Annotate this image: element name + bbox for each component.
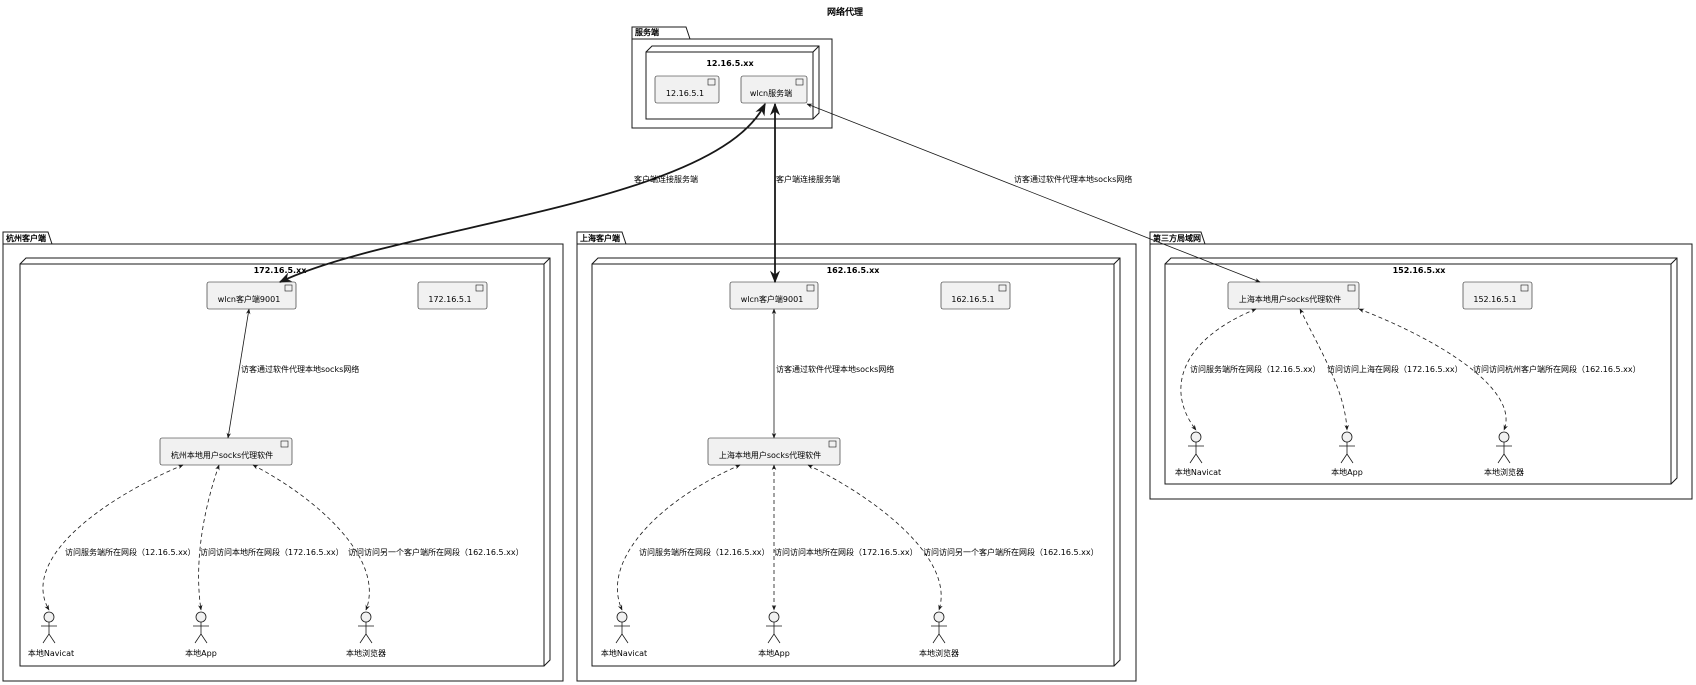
component-hz-ip-label: 172.16.5.1 — [428, 295, 471, 304]
edge-server-third — [806, 103, 1261, 283]
component-server-ip: 12.16.5.1 — [654, 75, 720, 104]
diagram-title: 网络代理 — [827, 6, 863, 18]
component-hz-client: wlcn客户端9001 — [206, 281, 297, 310]
component-third-proxy: 上海本地用户socks代理软件 — [1227, 281, 1360, 310]
component-sh-client-label: wlcn客户端9001 — [741, 294, 804, 304]
actor-hz-app-label: 本地App — [185, 648, 217, 658]
edge-sh-navicat-label: 访问服务端所在网段（12.16.5.xx） — [639, 547, 770, 557]
edge-third-browser — [1358, 308, 1508, 431]
actor-sh-browser-label: 本地浏览器 — [919, 648, 959, 658]
component-hz-ip: 172.16.5.1 — [417, 281, 488, 310]
component-sh-proxy-label: 上海本地用户socks代理软件 — [719, 450, 821, 460]
component-sh-client: wlcn客户端9001 — [729, 281, 819, 310]
package-shanghai-label: 上海客户端 — [580, 233, 620, 243]
edge-hz-navicat — [42, 464, 184, 611]
actor-third-browser: 本地浏览器 — [1484, 431, 1524, 477]
component-third-ip-label: 152.16.5.1 — [1473, 295, 1516, 304]
actor-third-navicat-label: 本地Navicat — [1175, 467, 1221, 477]
node-third-label: 152.16.5.xx — [1393, 266, 1447, 275]
edge-hz-client-proxy — [226, 308, 251, 439]
edge-sh-client-proxy-label: 访客通过软件代理本地socks网络 — [776, 364, 894, 374]
actor-third-app-label: 本地App — [1331, 467, 1363, 477]
edge-sh-browser-label: 访问访问另一个客户端所在网段（162.16.5.xx） — [923, 547, 1099, 557]
edge-hz-browser-label: 访问访问另一个客户端所在网段（162.16.5.xx） — [348, 547, 524, 557]
component-wlcn-server-label: wlcn服务端 — [750, 88, 792, 98]
component-third-ip: 152.16.5.1 — [1462, 281, 1533, 310]
actor-hz-browser-label: 本地浏览器 — [346, 648, 386, 658]
edge-third-navicat — [1180, 308, 1257, 431]
edge-hz-browser — [252, 464, 370, 611]
edge-sh-app-label: 访问访问本地所在网段（172.16.5.xx） — [774, 547, 918, 557]
actor-sh-app: 本地App — [758, 611, 790, 658]
actor-sh-app-label: 本地App — [758, 648, 790, 658]
actor-third-app: 本地App — [1331, 431, 1363, 477]
edge-hz-app — [198, 464, 220, 611]
package-server-label: 服务端 — [635, 27, 659, 37]
component-sh-proxy: 上海本地用户socks代理软件 — [707, 437, 841, 466]
actor-hz-app: 本地App — [185, 611, 217, 658]
edge-hz-navicat-label: 访问服务端所在网段（12.16.5.xx） — [65, 547, 196, 557]
component-sh-ip: 162.16.5.1 — [940, 281, 1011, 310]
component-server-ip-label: 12.16.5.1 — [666, 89, 704, 98]
component-hz-proxy-label: 杭州本地用户socks代理软件 — [171, 450, 273, 460]
edge-third-navicat-label: 访问服务端所在网段（12.16.5.xx） — [1190, 364, 1321, 374]
node-shanghai: 162.16.5.xx — [591, 257, 1121, 667]
edge-server-hz-label: 客户端连接服务端 — [634, 174, 698, 184]
actor-hz-navicat: 本地Navicat — [28, 611, 74, 658]
node-server-label: 12.16.5.xx — [706, 59, 754, 68]
edge-third-app-label: 访问访问上海在网段（172.16.5.xx） — [1327, 364, 1463, 374]
component-third-proxy-label: 上海本地用户socks代理软件 — [1239, 294, 1341, 304]
actor-third-navicat: 本地Navicat — [1175, 431, 1221, 477]
edge-server-sh-label: 客户端连接服务端 — [776, 174, 840, 184]
package-third-label: 第三方局域网 — [1153, 233, 1201, 243]
edge-third-app — [1299, 308, 1349, 431]
edge-sh-navicat — [617, 464, 741, 611]
edge-third-browser-label: 访问访问杭州客户端所在网段（162.16.5.xx） — [1473, 364, 1641, 374]
component-wlcn-server: wlcn服务端 — [740, 75, 808, 104]
node-shanghai-label: 162.16.5.xx — [827, 266, 881, 275]
edge-server-hz — [278, 102, 766, 283]
actor-hz-navicat-label: 本地Navicat — [28, 648, 74, 658]
actor-sh-navicat: 本地Navicat — [601, 611, 647, 658]
actor-hz-browser: 本地浏览器 — [346, 611, 386, 658]
actor-sh-navicat-label: 本地Navicat — [601, 648, 647, 658]
component-hz-proxy: 杭州本地用户socks代理软件 — [159, 437, 293, 466]
edge-sh-browser — [807, 464, 943, 611]
package-shanghai: 上海客户端 — [576, 231, 1137, 682]
edge-server-third-label: 访客通过软件代理本地socks网络 — [1014, 174, 1132, 184]
actor-sh-browser: 本地浏览器 — [919, 611, 959, 658]
component-sh-ip-label: 162.16.5.1 — [951, 295, 994, 304]
package-hangzhou-label: 杭州客户端 — [6, 233, 46, 243]
component-hz-client-label: wlcn客户端9001 — [218, 294, 281, 304]
edge-hz-app-label: 访问访问本地所在网段（172.16.5.xx） — [200, 547, 344, 557]
actor-third-browser-label: 本地浏览器 — [1484, 467, 1524, 477]
edge-hz-client-proxy-label: 访客通过软件代理本地socks网络 — [241, 364, 359, 374]
